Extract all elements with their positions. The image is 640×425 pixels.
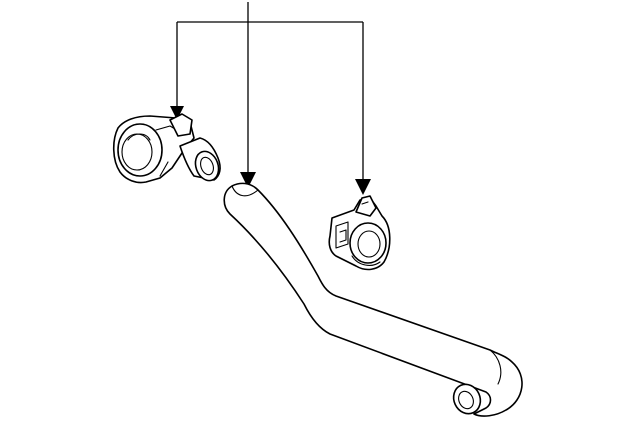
arrowhead-hose xyxy=(240,172,256,188)
leader-lines xyxy=(170,2,371,195)
arrowhead-clip xyxy=(355,179,371,195)
clip-icon xyxy=(328,195,391,271)
elbow-fitting-icon xyxy=(112,113,221,184)
arrowhead-connector xyxy=(170,106,184,120)
hose-icon xyxy=(223,182,523,417)
